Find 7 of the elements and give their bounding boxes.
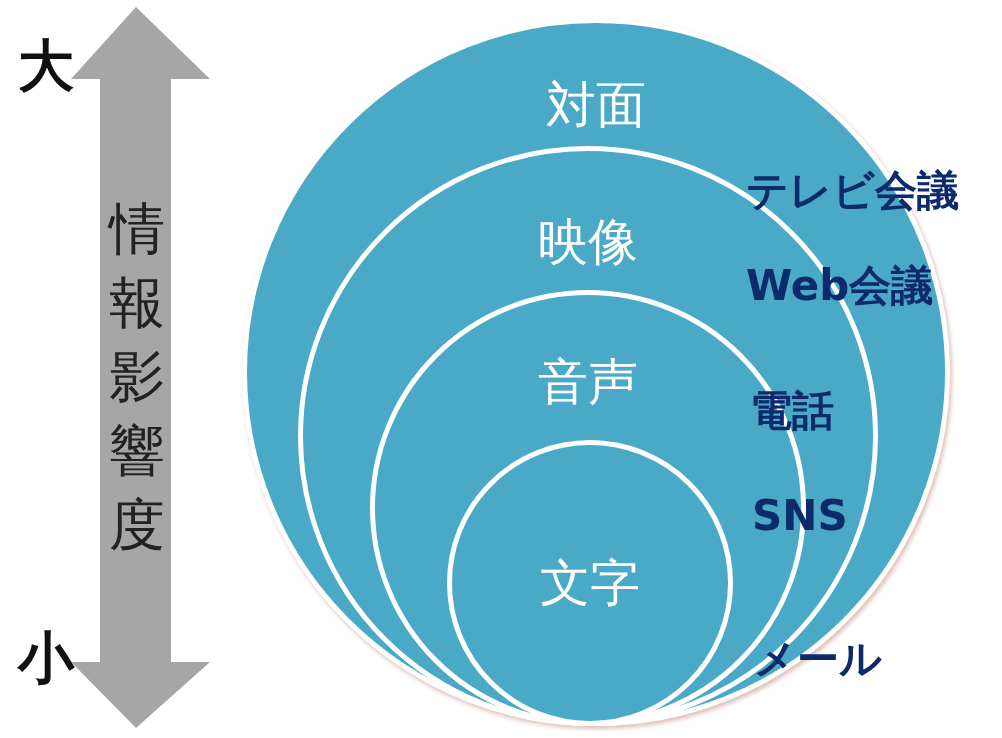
axis-label: 情報影響度 [108,195,166,559]
scale-label: 大 [18,38,74,94]
scale-label: 小 [18,630,74,686]
circle-label: 対面 [546,76,646,134]
circle-label: 映像 [538,213,638,271]
circle-label: 文字 [540,554,640,612]
circle-label: 音声 [538,353,638,411]
